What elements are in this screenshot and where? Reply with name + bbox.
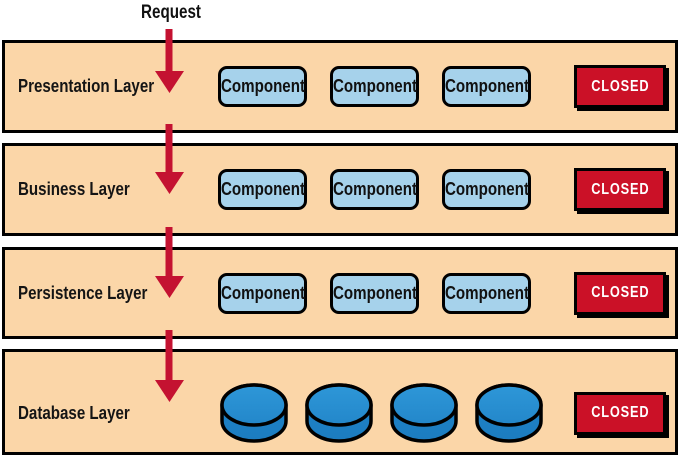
database-icon — [475, 383, 543, 443]
component-box: Component — [442, 272, 531, 314]
business-layer-label: Business Layer — [18, 179, 130, 199]
component-box: Component — [442, 169, 531, 210]
request-label-text: Request — [141, 2, 201, 23]
component-box: Component — [442, 66, 531, 107]
closed-badge: CLOSED — [574, 271, 666, 315]
request-label: Request — [134, 2, 209, 24]
component-box: Component — [218, 66, 307, 107]
component-box: Component — [330, 272, 419, 314]
closed-badge: CLOSED — [574, 391, 666, 435]
closed-badge: CLOSED — [574, 65, 666, 108]
database-icon — [220, 383, 288, 443]
business-layer: Business Layer Component Component Compo… — [2, 143, 678, 236]
presentation-layer-label: Presentation Layer — [18, 76, 155, 96]
database-icon — [305, 383, 373, 443]
database-layer-label: Database Layer — [18, 402, 130, 423]
presentation-layer: Presentation Layer Component Component C… — [2, 40, 678, 133]
component-box: Component — [218, 272, 307, 314]
persistence-layer: Persistence Layer Component Component Co… — [2, 247, 678, 339]
component-box: Component — [218, 169, 307, 210]
database-layer: Database Layer CLOSED — [2, 349, 678, 455]
persistence-layer-label: Persistence Layer — [18, 282, 148, 303]
component-box: Component — [330, 169, 419, 210]
database-icon — [390, 383, 458, 443]
closed-badge: CLOSED — [574, 168, 666, 211]
component-box: Component — [330, 66, 419, 107]
